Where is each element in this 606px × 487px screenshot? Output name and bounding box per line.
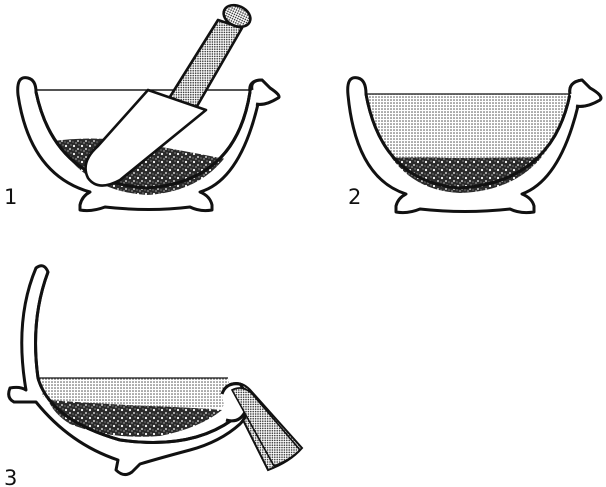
step-label-1: 1 (4, 185, 17, 209)
step-2-illustration: 2 (348, 78, 601, 213)
step-1-illustration: 1 (4, 1, 279, 211)
step-label-3: 3 (4, 466, 17, 487)
step-3-illustration: 3 (4, 266, 302, 487)
mortar-icon (9, 266, 247, 475)
step-label-2: 2 (348, 185, 361, 209)
